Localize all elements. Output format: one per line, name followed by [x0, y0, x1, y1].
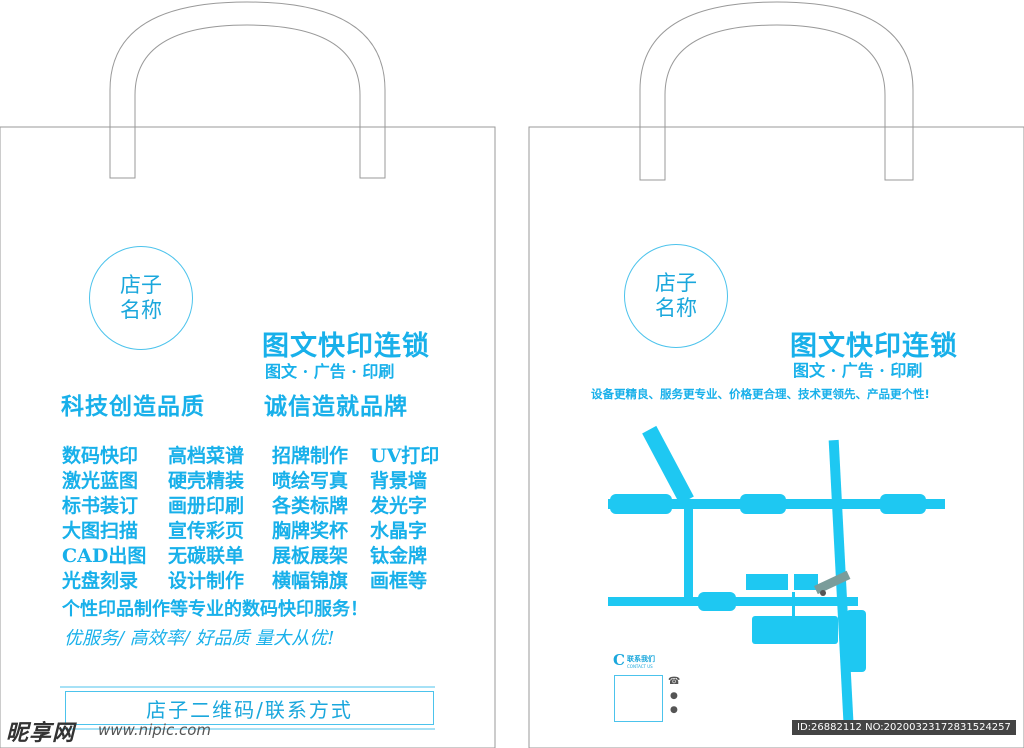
contact-qr-placeholder [614, 675, 663, 722]
watermark-logo: 昵享网 [6, 721, 76, 746]
phone-icon: ☎ [668, 676, 681, 687]
right-bag-handle [639, 1, 914, 181]
map-marker [698, 592, 736, 611]
map-building [794, 574, 818, 590]
service-item: 数码快印 [62, 445, 139, 467]
service-item: 画册印刷 [168, 495, 245, 517]
right-brand-title: 图文快印连锁 [790, 331, 958, 362]
user-icon: ● [670, 691, 678, 701]
map-road [684, 504, 693, 604]
service-item: 各类标牌 [272, 495, 349, 517]
service-item: 展板展架 [272, 545, 349, 567]
qr-contact-box: 店子二维码/联系方式 [65, 691, 434, 725]
service-item: 高档菜谱 [168, 445, 245, 467]
left-slogan-2: 诚信造就品牌 [264, 394, 408, 420]
service-item: 标书装订 [62, 495, 139, 517]
service-item: 招牌制作 [272, 445, 349, 467]
map-destination-dot [820, 590, 826, 596]
location-pin-icon: ● [670, 705, 678, 715]
right-slogan: 设备更精良、服务更专业、价格更合理、技术更领先、产品更个性! [591, 387, 930, 401]
service-item: 无碳联单 [168, 545, 245, 567]
service-item: 横幅锦旗 [272, 570, 349, 592]
map-road [846, 610, 866, 672]
left-brand-title: 图文快印连锁 [262, 331, 430, 362]
map-marker [740, 494, 786, 514]
left-tagline: 优服务/ 高效率/ 好品质 量大从优! [64, 628, 335, 649]
map-building [752, 616, 838, 644]
left-shop-name-line1: 店子 [120, 273, 162, 297]
map-destination [813, 570, 851, 595]
service-item: 喷绘写真 [272, 470, 349, 492]
service-item: 钛金牌 [370, 545, 428, 567]
left-bag-handle [109, 1, 386, 179]
service-item: CAD出图 [62, 545, 147, 567]
service-item: UV打印 [370, 445, 440, 467]
right-shop-name-line1: 店子 [655, 271, 697, 295]
right-shop-name-line2: 名称 [655, 296, 697, 320]
location-map [608, 425, 945, 726]
service-item: 背景墙 [370, 470, 428, 492]
map-marker [880, 494, 926, 514]
right-bag-body [528, 126, 1024, 748]
left-shop-name-line2: 名称 [120, 298, 162, 322]
service-item: 大图扫描 [62, 520, 139, 542]
service-item: 激光蓝图 [62, 470, 139, 492]
left-bag-body [0, 126, 496, 748]
service-item: 光盘刻录 [62, 570, 139, 592]
svg-text:C: C [613, 651, 625, 667]
map-road [642, 425, 694, 505]
left-shop-name-circle: 店子 名称 [89, 246, 193, 350]
contact-subtitle: CONTACT US [627, 664, 653, 669]
right-shop-name-circle: 店子 名称 [624, 244, 728, 348]
left-slogan-1: 科技创造品质 [61, 394, 205, 420]
service-item: 硬壳精装 [168, 470, 245, 492]
watermark-id: ID:26882112 NO:20200323172831524257 [792, 720, 1016, 735]
service-item: 发光字 [370, 495, 428, 517]
service-item: 胸牌奖杯 [272, 520, 349, 542]
watermark-url: www.nipic.com [98, 721, 212, 739]
right-brand-subtitle: 图文 · 广告 · 印刷 [793, 361, 923, 380]
service-item: 设计制作 [168, 570, 245, 592]
map-building [746, 574, 788, 590]
contact-c-icon: C [613, 651, 625, 667]
map-road [792, 592, 795, 620]
qr-contact-text: 店子二维码/联系方式 [146, 697, 353, 722]
service-item: 水晶字 [370, 520, 428, 542]
service-item: 画框等 [370, 570, 428, 592]
qr-divider-top [60, 686, 435, 688]
map-marker [610, 494, 672, 514]
qr-divider-bottom [60, 728, 435, 730]
service-item: 宣传彩页 [168, 520, 245, 542]
contact-title: 联系我们 [627, 655, 655, 663]
service-summary-line: 个性印品制作等专业的数码快印服务！ [62, 599, 368, 620]
left-brand-subtitle: 图文 · 广告 · 印刷 [265, 362, 395, 381]
